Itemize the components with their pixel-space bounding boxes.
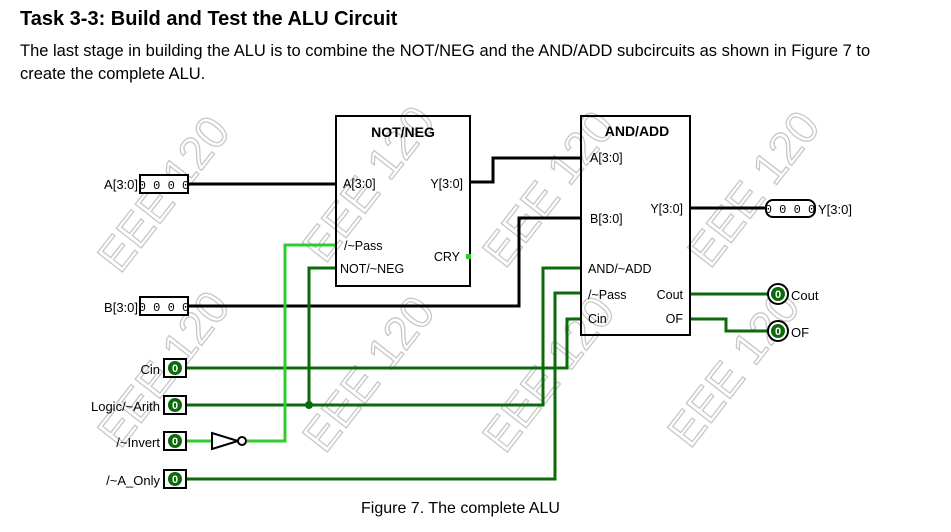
- and-add-pin-of: OF: [666, 312, 684, 326]
- wire-of: [690, 317, 768, 333]
- output-y: 0 0 0 0 Y[3:0]: [765, 199, 852, 218]
- output-cout-value: 0: [775, 289, 781, 301]
- and-add-pin-pass: /~Pass: [588, 288, 627, 302]
- wire-cin: [186, 317, 581, 370]
- input-b-label: B[3:0]: [104, 300, 138, 315]
- intro-line-1: The last stage in building the ALU is to…: [20, 42, 871, 60]
- not-gate: [211, 431, 247, 451]
- input-a-only-value: 0: [172, 474, 178, 486]
- output-y-value: 0 0 0 0: [765, 203, 815, 217]
- not-neg-pin-y: Y[3:0]: [430, 177, 463, 191]
- input-logic-arith-label: Logic/~Arith: [91, 399, 160, 414]
- and-add-pin-cin: Cin: [588, 312, 607, 326]
- not-neg-pin-not-neg: NOT/~NEG: [340, 262, 404, 276]
- output-of-label: OF: [791, 325, 809, 340]
- wire-gate-to-pass: [247, 243, 336, 443]
- not-neg-pin-a: A[3:0]: [343, 177, 376, 191]
- input-logic-arith-value: 0: [172, 400, 178, 412]
- and-add-pin-y: Y[3:0]: [650, 202, 683, 216]
- not-neg-pin-cry: CRY: [434, 250, 461, 264]
- wire-a-only: [186, 291, 581, 481]
- input-b[interactable]: B[3:0] 0 0 0 0: [104, 296, 189, 316]
- and-add-pin-and-add: AND/~ADD: [588, 262, 652, 276]
- intro-line-2: create the complete ALU.: [20, 65, 206, 83]
- and-add-pin-b: B[3:0]: [590, 212, 623, 226]
- intro-paragraph: The last stage in building the ALU is to…: [20, 40, 940, 86]
- input-b-value: 0 0 0 0: [139, 301, 189, 315]
- wire-notneg-y-to-andadd-a: [470, 156, 581, 184]
- and-add-pin-cout: Cout: [657, 288, 684, 302]
- input-cin[interactable]: Cin 0: [140, 358, 187, 378]
- wire-logic-arith: [186, 266, 581, 407]
- figure-caption: Figure 7. The complete ALU: [361, 500, 560, 517]
- and-add-title: AND/ADD: [605, 123, 670, 139]
- output-cout: 0 Cout: [767, 283, 819, 305]
- input-a[interactable]: A[3:0] 0 0 0 0: [104, 174, 189, 194]
- input-cin-value: 0: [172, 363, 178, 375]
- and-add-pin-a: A[3:0]: [590, 151, 623, 165]
- not-neg-pin-pass: /~Pass: [344, 239, 383, 253]
- input-a-label: A[3:0]: [104, 177, 138, 192]
- junction-dot: [305, 401, 313, 409]
- input-cin-label: Cin: [140, 362, 160, 377]
- input-logic-arith[interactable]: Logic/~Arith 0: [91, 395, 187, 415]
- wire-logic-to-notneg: [307, 266, 336, 405]
- output-of-value: 0: [775, 326, 781, 338]
- task-heading: Task 3-3: Build and Test the ALU Circuit: [20, 8, 398, 30]
- input-a-only-label: /~A_Only: [106, 473, 160, 488]
- output-of: 0 OF: [767, 320, 809, 342]
- not-neg-subcircuit[interactable]: NOT/NEG A[3:0] Y[3:0] /~Pass CRY NOT/~NE…: [335, 115, 471, 287]
- not-neg-title: NOT/NEG: [371, 124, 435, 140]
- watermark-4: EEE 120: [677, 101, 830, 276]
- input-invert[interactable]: /~Invert 0: [116, 431, 187, 451]
- input-a-value: 0 0 0 0: [139, 179, 189, 193]
- watermark-8: EEE 120: [657, 281, 810, 456]
- input-invert-value: 0: [172, 436, 178, 448]
- wire-b-bus: [188, 216, 581, 308]
- input-a-only[interactable]: /~A_Only 0: [106, 469, 187, 489]
- output-y-label: Y[3:0]: [818, 202, 852, 217]
- watermark-6: EEE 120: [292, 286, 445, 461]
- and-add-subcircuit[interactable]: AND/ADD A[3:0] B[3:0] Y[3:0] AND/~ADD /~…: [580, 115, 691, 336]
- input-invert-label: /~Invert: [116, 435, 160, 450]
- output-cout-label: Cout: [791, 288, 819, 303]
- watermark-3: EEE 120: [472, 101, 625, 276]
